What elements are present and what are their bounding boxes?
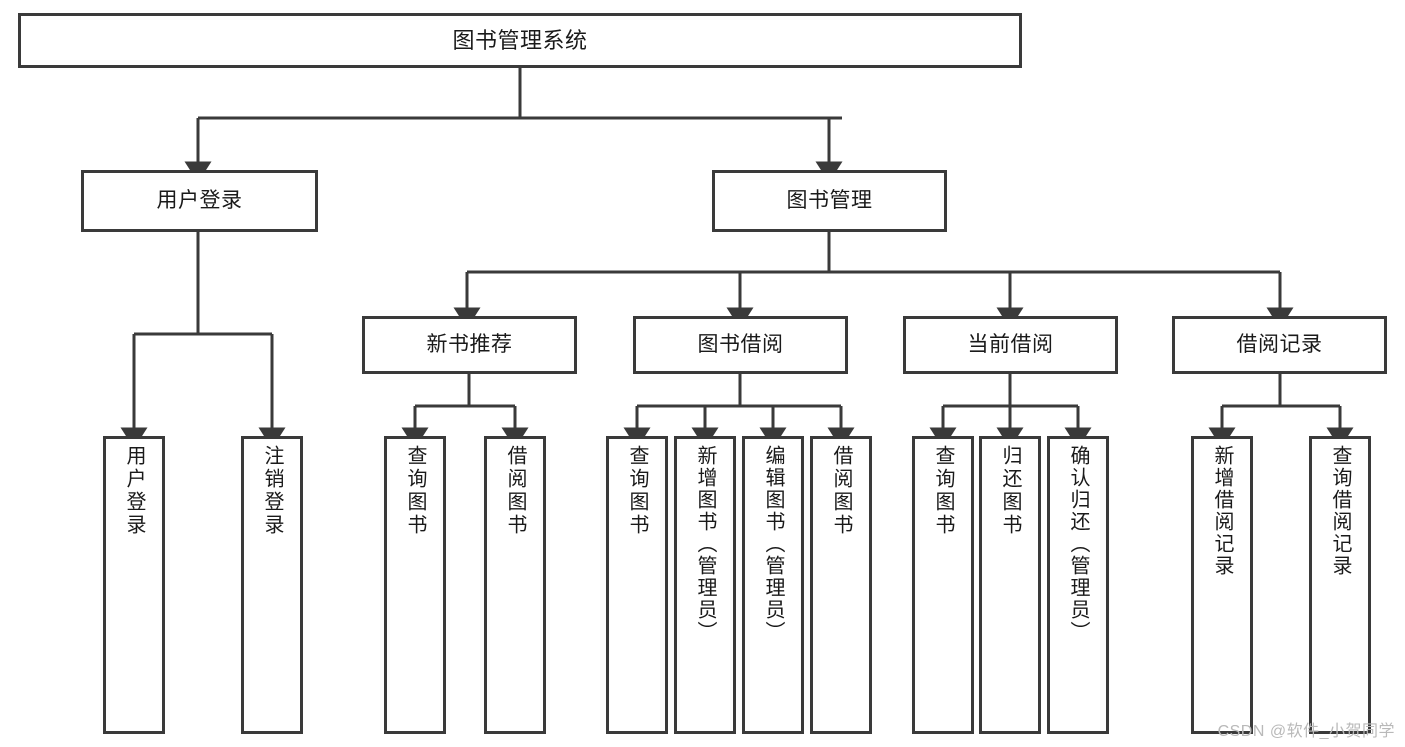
node-leaf-user-login-label: 用户登录 — [123, 445, 145, 537]
node-leaf-edit-book-admin-label: 编辑图书（管理员） — [762, 445, 784, 643]
node-leaf-query-book-recommend-label: 查询图书 — [404, 445, 426, 537]
node-leaf-query-borrow-record[interactable]: 查询借阅记录 — [1309, 436, 1371, 734]
node-borrow-record-label: 借阅记录 — [1236, 332, 1323, 356]
node-user-login-label: 用户登录 — [156, 188, 243, 212]
node-root-system-label: 图书管理系统 — [452, 27, 588, 53]
node-leaf-query-borrow-record-label: 查询借阅记录 — [1329, 445, 1351, 577]
node-book-borrow-label: 图书借阅 — [697, 332, 784, 356]
node-borrow-record[interactable]: 借阅记录 — [1172, 316, 1387, 374]
node-new-book-recommend[interactable]: 新书推荐 — [362, 316, 577, 374]
node-new-book-recommend-label: 新书推荐 — [426, 332, 513, 356]
node-leaf-query-book-current[interactable]: 查询图书 — [912, 436, 974, 734]
node-user-login[interactable]: 用户登录 — [81, 170, 318, 232]
node-leaf-add-borrow-record-label: 新增借阅记录 — [1211, 445, 1233, 577]
watermark-text: CSDN @软件_小贺同学 — [1217, 723, 1395, 740]
node-leaf-add-borrow-record[interactable]: 新增借阅记录 — [1191, 436, 1253, 734]
node-leaf-return-book-label: 归还图书 — [999, 445, 1021, 537]
node-leaf-borrow-book-recommend[interactable]: 借阅图书 — [484, 436, 546, 734]
node-leaf-confirm-return-admin-label: 确认归还（管理员） — [1067, 445, 1089, 643]
node-book-borrow[interactable]: 图书借阅 — [633, 316, 848, 374]
node-current-borrow-label: 当前借阅 — [967, 332, 1054, 356]
node-root-system[interactable]: 图书管理系统 — [18, 13, 1022, 68]
node-leaf-query-book-current-label: 查询图书 — [932, 445, 954, 537]
node-leaf-query-book-recommend[interactable]: 查询图书 — [384, 436, 446, 734]
node-current-borrow[interactable]: 当前借阅 — [903, 316, 1118, 374]
node-leaf-confirm-return-admin[interactable]: 确认归还（管理员） — [1047, 436, 1109, 734]
node-leaf-logout-label: 注销登录 — [261, 445, 283, 537]
node-leaf-edit-book-admin[interactable]: 编辑图书（管理员） — [742, 436, 804, 734]
node-leaf-borrow-book[interactable]: 借阅图书 — [810, 436, 872, 734]
node-leaf-return-book[interactable]: 归还图书 — [979, 436, 1041, 734]
node-book-manage[interactable]: 图书管理 — [712, 170, 947, 232]
node-leaf-user-login[interactable]: 用户登录 — [103, 436, 165, 734]
node-leaf-add-book-admin[interactable]: 新增图书（管理员） — [674, 436, 736, 734]
node-leaf-borrow-book-recommend-label: 借阅图书 — [504, 445, 526, 537]
node-leaf-add-book-admin-label: 新增图书（管理员） — [694, 445, 716, 643]
node-leaf-query-book-borrow-label: 查询图书 — [626, 445, 648, 537]
node-book-manage-label: 图书管理 — [786, 188, 873, 212]
node-leaf-logout[interactable]: 注销登录 — [241, 436, 303, 734]
node-leaf-query-book-borrow[interactable]: 查询图书 — [606, 436, 668, 734]
node-leaf-borrow-book-label: 借阅图书 — [830, 445, 852, 537]
